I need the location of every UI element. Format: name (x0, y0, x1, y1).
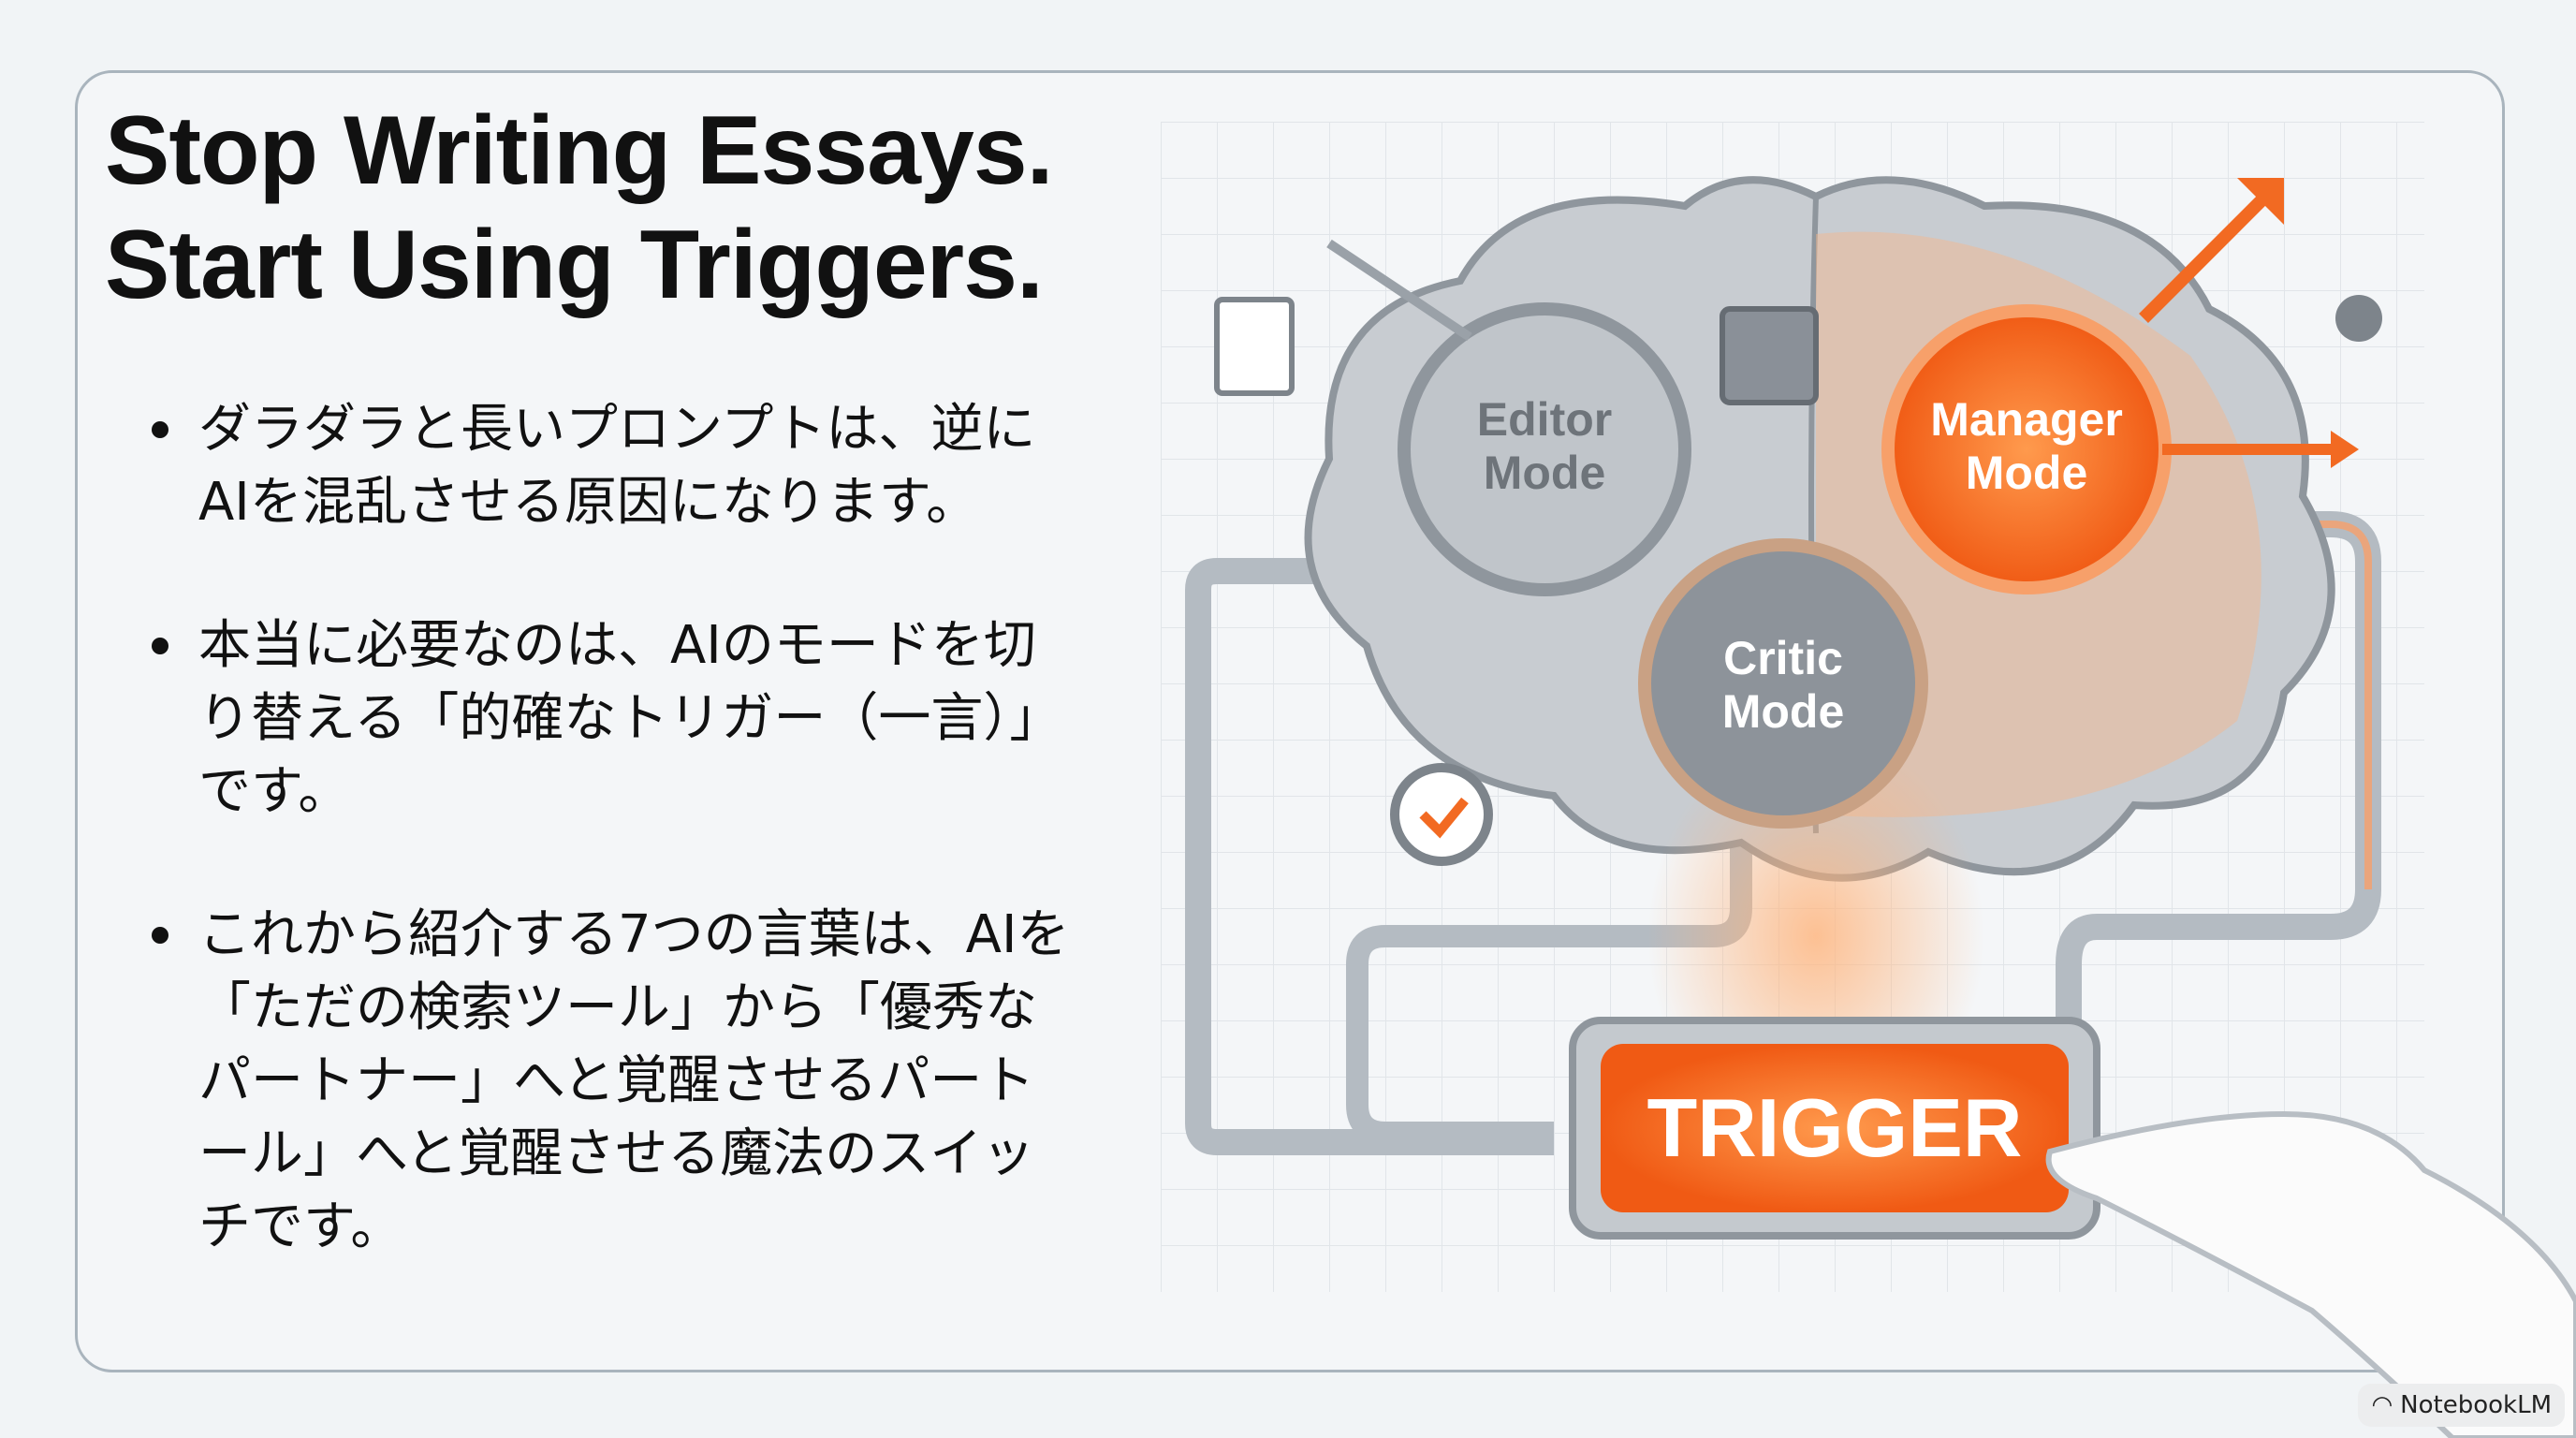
critic-mode-label: Critic (1723, 632, 1843, 684)
bullet-item: これから紹介する7つの言葉は、AIを「ただの検索ツール」から「優秀なパートナー」… (140, 899, 1086, 1264)
bullet-list: ダラダラと長いプロンプトは、逆にAIを混乱させる原因になります。 本当に必要なの… (140, 393, 1086, 1334)
editor-mode-label: Editor (1477, 393, 1612, 446)
bullet-text: 本当に必要なのは、AIのモードを切り替える「的確なトリガー（一言）」です。 (198, 615, 1062, 822)
chip-icon (1720, 306, 1819, 405)
pipe-left (1185, 558, 1554, 1155)
notebooklm-badge: ◠ NotebookLM (2358, 1384, 2565, 1427)
critic-mode-circle (1638, 538, 1928, 829)
arrow-up-left-icon (1326, 239, 1472, 342)
bullet-item: 本当に必要なのは、AIのモードを切り替える「的確なトリガー（一言）」です。 (140, 609, 1086, 829)
bullet-dot-icon (152, 927, 168, 944)
notebooklm-label: NotebookLM (2400, 1391, 2552, 1419)
trigger-label: TRIGGER (1647, 1081, 2023, 1174)
manager-mode-label: Manager (1930, 393, 2123, 446)
bullet-item: ダラダラと長いプロンプトは、逆にAIを混乱させる原因になります。 (140, 393, 1086, 539)
arrow-up-right-icon (2139, 183, 2279, 323)
title-line-2: Start Using Triggers. (105, 211, 1044, 319)
manager-mode-label-2: Mode (1966, 447, 2088, 499)
critic-mode-label-2: Mode (1722, 685, 1845, 738)
bullet-dot-icon (152, 638, 168, 654)
document-icon (1214, 297, 1295, 396)
trigger-button (1601, 1044, 2069, 1212)
brain-trigger-illustration: Editor Mode Manager Mode Critic Mode TRI… (1161, 122, 2576, 1438)
bullet-text: ダラダラと長いプロンプトは、逆にAIを混乱させる原因になります。 (198, 399, 1036, 533)
bullet-dot-icon (152, 421, 168, 438)
magnifier-check-icon (1390, 763, 1493, 866)
bullet-text: これから紹介する7つの言葉は、AIを「ただの検索ツール」から「優秀なパートナー」… (198, 904, 1070, 1257)
title-line-1: Stop Writing Essays. (105, 96, 1054, 205)
notebooklm-logo-icon: ◠ (2371, 1391, 2393, 1419)
slide-title: Stop Writing Essays. Start Using Trigger… (105, 94, 1054, 322)
editor-mode-label-2: Mode (1484, 447, 1606, 499)
gear-person-icon (2335, 295, 2382, 342)
editor-mode-circle (1398, 302, 1691, 596)
